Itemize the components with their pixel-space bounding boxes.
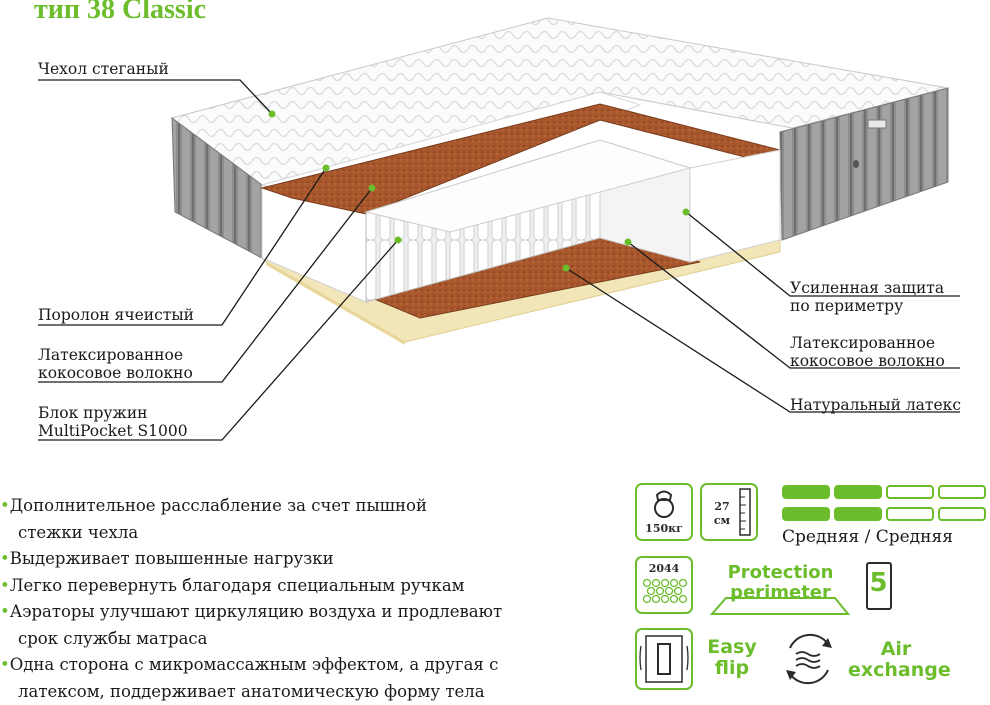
- firmness-bar-side-a-1: [782, 485, 830, 499]
- springs-count-icon-box: 2044: [635, 556, 693, 614]
- label-coir-left-line1: Латексированное: [38, 346, 184, 364]
- feature-item: •Дополнительное расслабление за счет пыш…: [0, 493, 502, 520]
- protection-perimeter-icon: [709, 597, 851, 615]
- label-latex: Натуральный латекс: [790, 396, 962, 414]
- bullet-dot: •: [0, 496, 10, 515]
- bullet-dot: •: [0, 602, 10, 621]
- flip-text-line1: Easy: [707, 636, 757, 658]
- air-exchange-icon: [786, 633, 832, 685]
- protection-text-line2: perimeter: [730, 582, 831, 603]
- feature-list: •Дополнительное расслабление за счет пыш…: [0, 493, 502, 705]
- firmness-bar-side-b-4: [938, 507, 986, 521]
- feature-text: Выдерживает повышенные нагрузки: [9, 549, 334, 568]
- feature-text: Аэраторы улучшают циркуляцию воздуха и п…: [9, 602, 503, 621]
- label-coir-right-line2: кокосовое волокно: [790, 352, 945, 370]
- product-title: тип 38 Classic: [34, 0, 207, 25]
- bullet-dot: •: [0, 549, 10, 568]
- feature-text: Одна сторона с микромассажным эффектом, …: [9, 655, 499, 674]
- leader-dots: [268, 110, 690, 272]
- warranty-icon: 5: [866, 562, 892, 610]
- height-icon-box: 27 см: [700, 483, 758, 541]
- ruler-icon: [739, 488, 751, 536]
- label-coir-left-line2: кокосовое волокно: [38, 364, 193, 382]
- firmness-bar-side-b-1: [782, 507, 830, 521]
- weight-value: 150кг: [645, 522, 683, 535]
- feature-text: срок службы матраса: [18, 628, 208, 648]
- air-text-line2: exchange: [848, 659, 951, 681]
- feature-text: стежки чехла: [18, 522, 139, 542]
- feature-item: •Выдерживает повышенные нагрузки: [0, 546, 502, 573]
- height-value: 27: [714, 500, 730, 513]
- mattress-flip-icon: [639, 635, 689, 683]
- feature-text: Дополнительное расслабление за счет пышн…: [9, 496, 427, 515]
- label-foam: Поролон ячеистый: [38, 306, 194, 324]
- firmness-bar-side-a-2: [834, 485, 882, 499]
- label-springs-line2: MultiPocket S1000: [38, 422, 188, 440]
- feature-item: •Аэраторы улучшают циркуляцию воздуха и …: [0, 599, 502, 626]
- springs-count-value: 2044: [648, 562, 680, 575]
- firmness-bar-side-a-4: [938, 485, 986, 499]
- mattress-body: [170, 17, 949, 259]
- leader-lines: [38, 79, 960, 441]
- spring-grid-icon: [642, 578, 688, 604]
- feature-item-continued: срок службы матраса: [0, 626, 502, 653]
- flip-text-line2: flip: [714, 657, 750, 679]
- label-springs-line1: Блок пружин: [38, 404, 148, 422]
- height-unit: см: [713, 514, 731, 527]
- label-cover: Чехол стеганый: [38, 60, 169, 78]
- feature-item: •Одна сторона с микромассажным эффектом,…: [0, 652, 502, 679]
- kettlebell-icon: [654, 490, 674, 518]
- feature-item-continued: стежки чехла: [0, 520, 502, 547]
- label-coir-right-line1: Латексированное: [790, 334, 936, 352]
- spring-block: [364, 139, 692, 303]
- firmness-bar-side-b-3: [886, 507, 934, 521]
- feature-item: •Легко перевернуть благодаря специальным…: [0, 573, 502, 600]
- label-perimeter-line2: по периметру: [790, 297, 904, 315]
- feature-text: Легко перевернуть благодаря специальным …: [9, 575, 465, 595]
- flip-icon-box: [635, 628, 693, 690]
- label-perimeter-line1: Усиленная защита: [790, 279, 945, 297]
- bullet-dot: •: [0, 575, 10, 595]
- firmness-bar-side-a-3: [886, 485, 934, 499]
- protection-text-line1: Protection: [727, 562, 834, 583]
- firmness-bar-side-b-2: [834, 507, 882, 521]
- feature-text: латексом, поддерживает анатомическую фор…: [18, 681, 485, 701]
- warranty-years: 5: [869, 568, 888, 598]
- feature-item-continued: латексом, поддерживает анатомическую фор…: [0, 679, 502, 705]
- air-text-line1: Air: [880, 638, 912, 660]
- weight-icon-box: 150кг: [635, 483, 693, 541]
- firmness-label: Средняя / Средняя: [782, 527, 953, 547]
- bullet-dot: •: [0, 655, 10, 674]
